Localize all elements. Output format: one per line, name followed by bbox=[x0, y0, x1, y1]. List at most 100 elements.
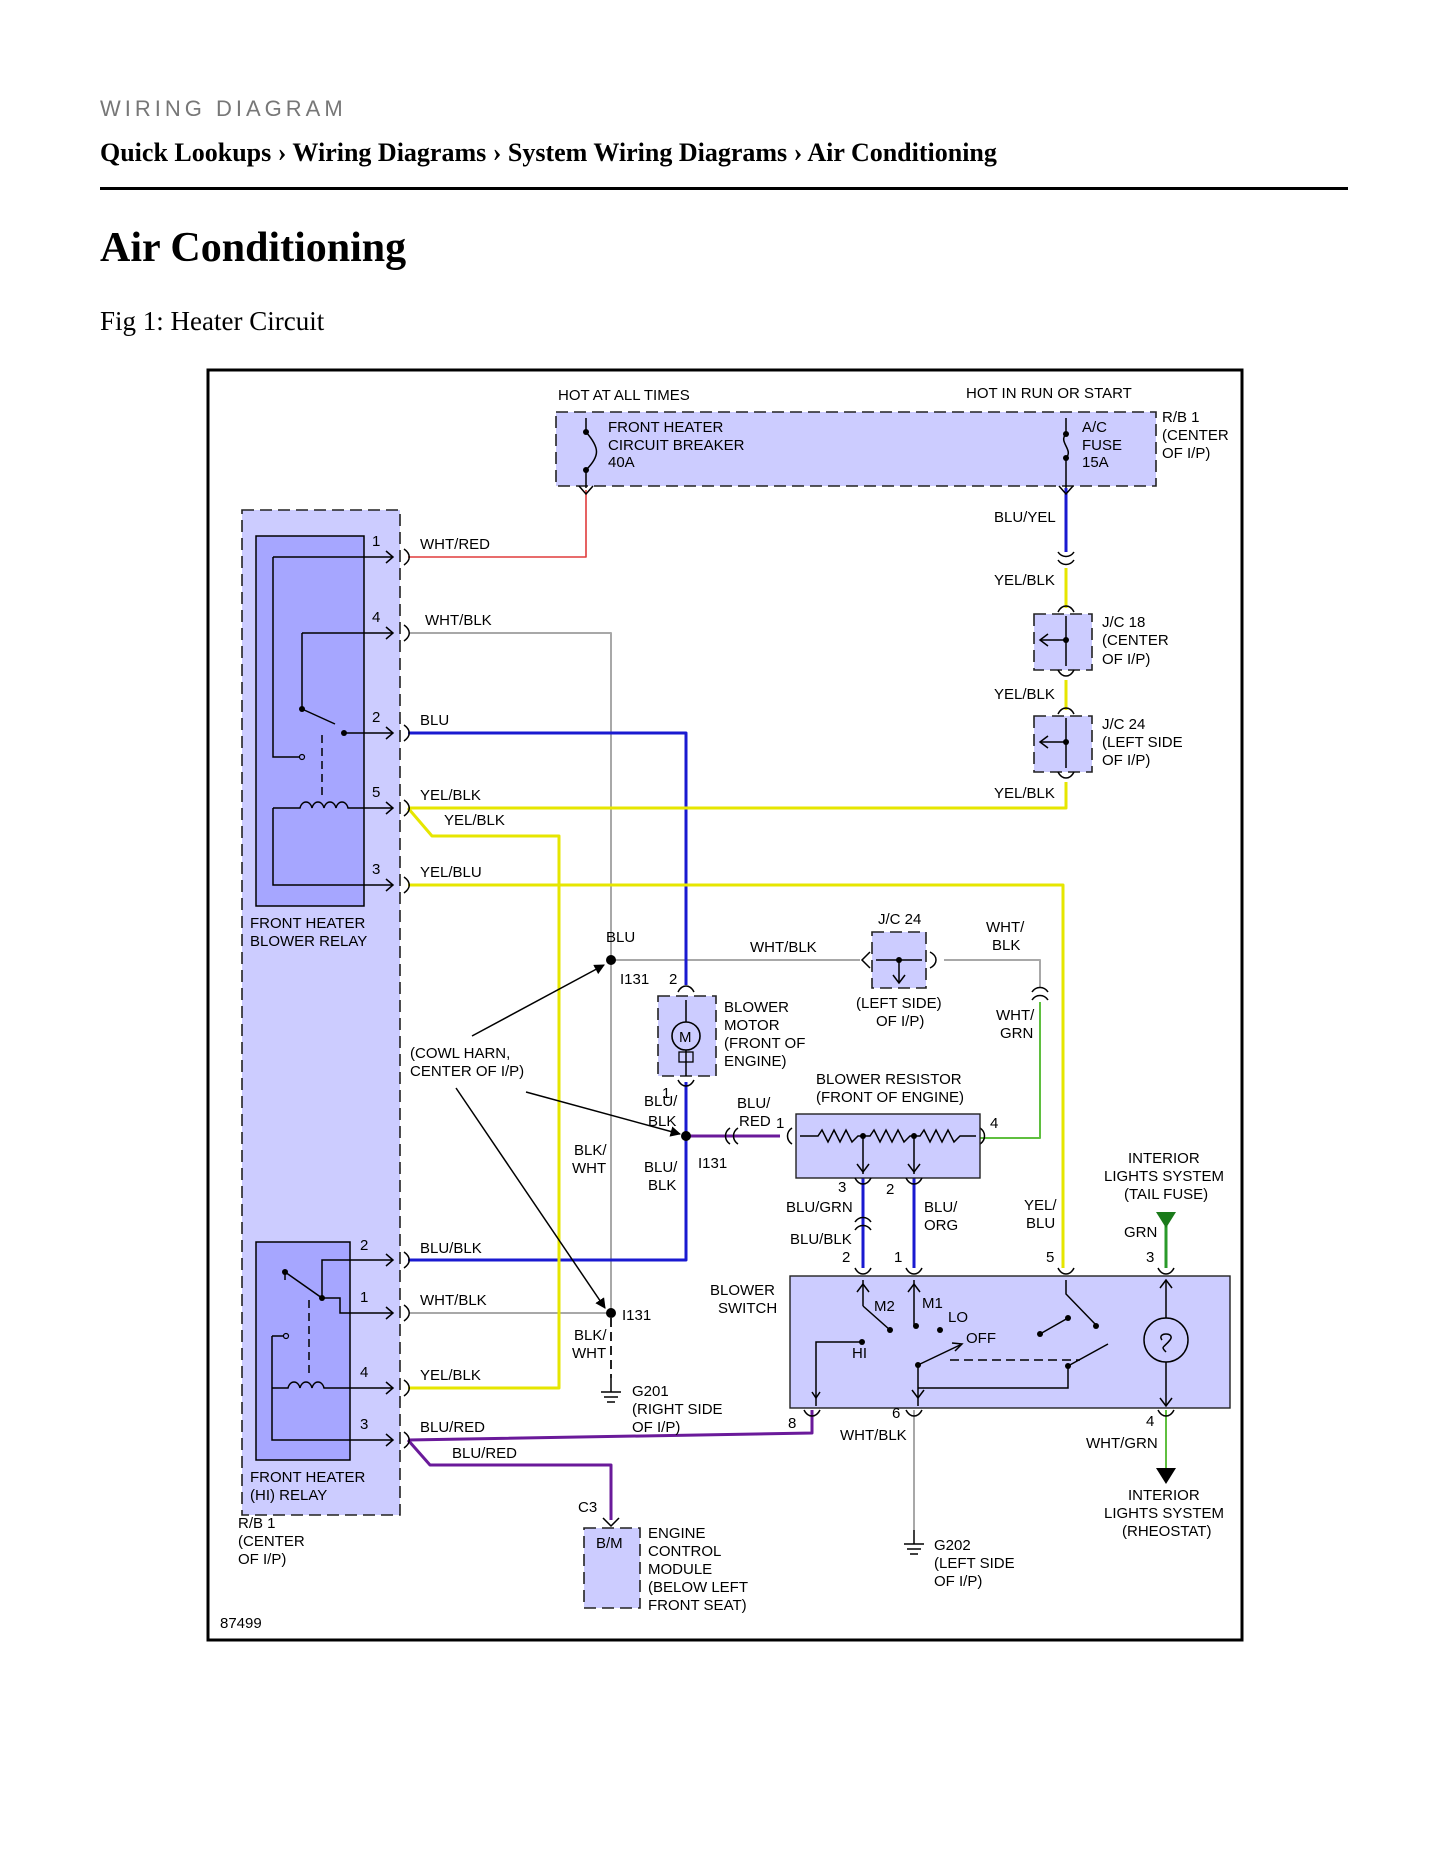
pointer-line-2 bbox=[525, 1091, 682, 1137]
connector-jc24m-right bbox=[929, 951, 937, 969]
resistor-zigzag bbox=[800, 1128, 976, 1144]
wire-yel-blu bbox=[408, 883, 1065, 1268]
motor-label-3: (FRONT OF bbox=[724, 1035, 805, 1052]
resistor-connector-right bbox=[979, 1127, 986, 1145]
blower-relay-name-2: BLOWER RELAY bbox=[250, 933, 367, 950]
blower-relay[interactable] bbox=[255, 535, 365, 907]
fuse-label-1: A/C bbox=[1082, 419, 1107, 436]
motor-pin-1: 1 bbox=[662, 1085, 670, 1102]
breaker-contact-top bbox=[583, 429, 589, 435]
resistor-pin-3: 3 bbox=[838, 1179, 846, 1196]
label-yel-blu-1: YEL/ bbox=[1024, 1197, 1057, 1214]
hi-relay[interactable] bbox=[255, 1241, 351, 1461]
hot-in-run: HOT IN RUN OR START bbox=[966, 385, 1132, 402]
jc24-right-arrow bbox=[1038, 735, 1049, 749]
motor-label-2: MOTOR bbox=[724, 1017, 780, 1034]
switch-pin-8: 8 bbox=[788, 1415, 796, 1432]
ecm-label-2: CONTROL bbox=[648, 1543, 721, 1560]
wires bbox=[406, 488, 1168, 1530]
g201-label-1: G201 bbox=[632, 1383, 669, 1400]
label-i131-bottom: I131 bbox=[622, 1307, 651, 1324]
label-i131-top: I131 bbox=[620, 971, 649, 988]
connector-wht-grn bbox=[1031, 986, 1049, 1001]
hi-relay-pin-2: 2 bbox=[360, 1237, 368, 1254]
blower-relay-connectors bbox=[364, 548, 410, 894]
c3-label: C3 bbox=[578, 1499, 597, 1516]
jc18-arrow bbox=[1038, 633, 1049, 647]
label-blu-org-1: BLU/ bbox=[924, 1199, 958, 1216]
cowl-label-1: (COWL HARN, bbox=[410, 1045, 510, 1062]
label-wht-blk-relay: WHT/BLK bbox=[425, 612, 492, 629]
label-blu-blk-hi: BLU/BLK bbox=[420, 1240, 482, 1257]
header-divider bbox=[100, 187, 1348, 190]
motor-label-1: BLOWER bbox=[724, 999, 789, 1016]
g201-label-2: (RIGHT SIDE bbox=[632, 1401, 723, 1418]
label-yel-blu: YEL/BLU bbox=[420, 864, 482, 881]
motor-symbol-m: M bbox=[679, 1029, 692, 1046]
blower-motor[interactable] bbox=[657, 995, 717, 1077]
jc24-right-label-3: OF I/P) bbox=[1102, 752, 1150, 769]
pointer-line-3 bbox=[455, 1087, 606, 1309]
fuse-label-2: FUSE bbox=[1082, 437, 1122, 454]
eyebrow-label: WIRING DIAGRAM bbox=[100, 96, 347, 121]
hi-relay-connectors bbox=[350, 1251, 410, 1449]
label-yel-blk-2: YEL/BLK bbox=[444, 812, 505, 829]
jc24-right-label-1: J/C 24 bbox=[1102, 716, 1145, 733]
label-wht-grn-2: GRN bbox=[1000, 1025, 1033, 1042]
splice-i131-mid bbox=[681, 1131, 691, 1141]
breaker-label-2: CIRCUIT BREAKER bbox=[608, 437, 745, 454]
splice-i131-bottom bbox=[606, 1308, 616, 1318]
ecm-connector bbox=[602, 1517, 620, 1528]
blower-resistor[interactable] bbox=[795, 1113, 981, 1179]
label-blu: BLU bbox=[420, 712, 449, 729]
interior-top-label-2: LIGHTS SYSTEM bbox=[1104, 1168, 1224, 1185]
page-title: Air Conditioning bbox=[100, 225, 407, 271]
label-blu-blk-a-2: BLK bbox=[648, 1113, 676, 1130]
jc18-label-1: J/C 18 bbox=[1102, 614, 1145, 631]
connector-jc24r-bottom bbox=[1057, 771, 1075, 779]
label-blu-mid: BLU bbox=[606, 929, 635, 946]
label-yel-blk-right-1: YEL/BLK bbox=[994, 572, 1055, 589]
switch-pin-3: 3 bbox=[1146, 1249, 1154, 1266]
g202-label-1: G202 bbox=[934, 1537, 971, 1554]
engine-control-module[interactable] bbox=[583, 1527, 641, 1609]
interior-top-label-1: INTERIOR bbox=[1128, 1150, 1200, 1167]
g201-label-3: OF I/P) bbox=[632, 1419, 680, 1436]
switch-pin-1: 1 bbox=[894, 1249, 902, 1266]
label-blu-blk-b-1: BLU/ bbox=[644, 1159, 678, 1176]
label-blu-red-hi-1: BLU/RED bbox=[420, 1419, 485, 1436]
connector-jc18-bottom bbox=[1057, 669, 1075, 677]
splice-i131-top bbox=[606, 955, 616, 965]
resistor-label-1: BLOWER RESISTOR bbox=[816, 1071, 962, 1088]
switch-schematic bbox=[811, 1278, 1189, 1408]
top-connector-right bbox=[1058, 485, 1074, 496]
motor-brush bbox=[678, 1051, 694, 1063]
label-yel-blu-2: BLU bbox=[1026, 1215, 1055, 1232]
connector-jc18-top bbox=[1057, 605, 1075, 613]
switch-pin-4: 4 bbox=[1146, 1413, 1154, 1430]
wire-wht-grn-upper bbox=[980, 1002, 1041, 1139]
blower-relay-pin-2: 2 bbox=[372, 709, 380, 726]
label-blu-yel: BLU/YEL bbox=[994, 509, 1056, 526]
interior-top-label-3: (TAIL FUSE) bbox=[1124, 1186, 1208, 1203]
blower-relay-name-1: FRONT HEATER bbox=[250, 915, 365, 932]
wire-wht-blk-relay bbox=[410, 632, 612, 1312]
label-wht-red: WHT/RED bbox=[420, 536, 490, 553]
hi-relay-name-1: FRONT HEATER bbox=[250, 1469, 365, 1486]
pointer-line-1 bbox=[471, 964, 605, 1037]
breaker-contact-bottom bbox=[583, 467, 589, 473]
interior-bottom-label-3: (RHEOSTAT) bbox=[1122, 1523, 1211, 1540]
resistor-connector-bottom bbox=[854, 1177, 923, 1185]
rb1-top-label-3: OF I/P) bbox=[1162, 445, 1210, 462]
hi-relay-pin-3: 3 bbox=[360, 1416, 368, 1433]
label-yel-blk-hi: YEL/BLK bbox=[420, 1367, 481, 1384]
motor-label-4: ENGINE) bbox=[724, 1053, 787, 1070]
label-blk-wht-a-2: WHT bbox=[572, 1160, 606, 1177]
breadcrumb[interactable]: Quick Lookups › Wiring Diagrams › System… bbox=[100, 138, 997, 167]
ecm-label-1: ENGINE bbox=[648, 1525, 706, 1542]
label-blu-red-hi-2: BLU/RED bbox=[452, 1445, 517, 1462]
switch-pin-5: 5 bbox=[1046, 1249, 1054, 1266]
blower-relay-pin-4: 4 bbox=[372, 609, 380, 626]
motor-connector-bottom bbox=[677, 1079, 695, 1087]
